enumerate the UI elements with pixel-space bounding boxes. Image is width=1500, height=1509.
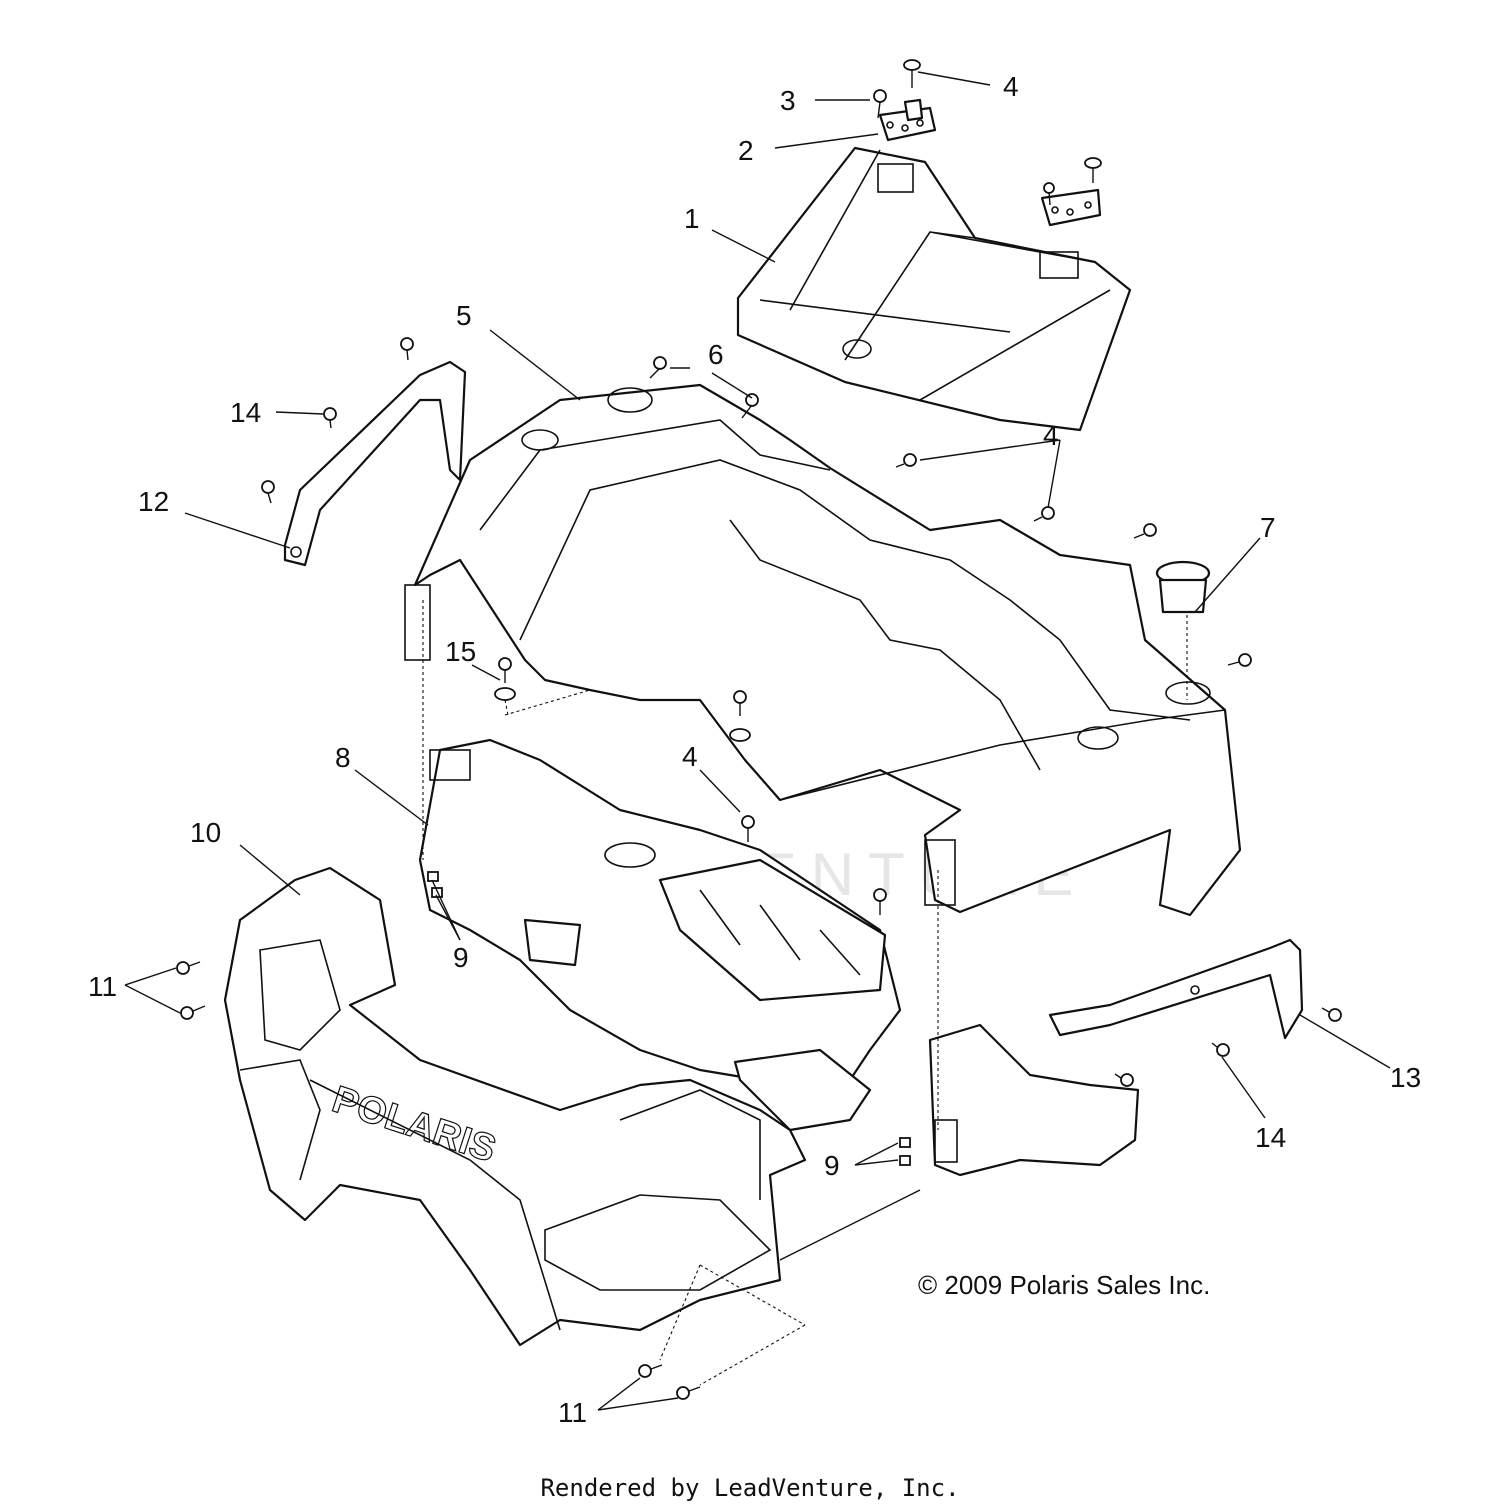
- screw-14-right-a: [1321, 1007, 1342, 1022]
- screw-4-mid-b: [1033, 506, 1055, 522]
- part-13-grab-bar-right: [1048, 938, 1304, 1040]
- part-8-storage-tray: [418, 738, 902, 1082]
- callout-11-bottom: 11: [558, 1397, 587, 1428]
- callout-14-left: 14: [230, 397, 261, 428]
- callout-9-left: 9: [453, 942, 469, 973]
- part-5-front-cab: [404, 383, 1242, 917]
- screw-tray-right: [873, 888, 887, 915]
- callout-14-right: 14: [1255, 1122, 1286, 1153]
- screw-6a: [649, 356, 667, 379]
- screw-right-a: [1133, 523, 1157, 539]
- screw-11-left-a: [176, 961, 201, 975]
- callout-5: 5: [456, 300, 472, 331]
- callout-15: 15: [445, 636, 476, 667]
- screw-11-bottom-a: [638, 1364, 663, 1378]
- screw-hinge-right-a: [1043, 182, 1055, 206]
- fasteners: [176, 59, 1342, 1400]
- screw-14-mid: [323, 407, 337, 429]
- screw-11-left-b: [180, 1005, 206, 1020]
- screw-15: [494, 657, 516, 701]
- part-10-front-bumper: POLARIS: [223, 866, 807, 1347]
- callout-4-top: 4: [1003, 71, 1019, 102]
- part-2-hinge: [878, 98, 1102, 227]
- part-7-cup-holder: [1155, 560, 1211, 614]
- callouts: 1 2 3 4 4 4 5 6 7 8 9 9 10 11 11 12 13 1…: [88, 71, 1421, 1428]
- screw-3: [873, 89, 887, 119]
- copyright-notice: © 2009 Polaris Sales Inc.: [918, 1270, 1211, 1300]
- screw-6b: [741, 393, 759, 419]
- callout-1: 1: [684, 203, 700, 234]
- part-12-grab-bar-left: [283, 360, 467, 567]
- screw-hinge-right-b: [1084, 157, 1102, 183]
- screw-4-center: [729, 690, 751, 742]
- screw-14-right-b: [1211, 1042, 1230, 1057]
- lower-panel: [733, 1023, 1140, 1177]
- callout-9-right: 9: [824, 1150, 840, 1181]
- callout-2: 2: [738, 135, 754, 166]
- callout-4-center: 4: [682, 741, 698, 772]
- callout-12: 12: [138, 486, 169, 517]
- leader-lines: [124, 71, 1391, 1411]
- callout-6: 6: [708, 339, 724, 370]
- callout-3: 3: [780, 85, 796, 116]
- screw-right-b: [1227, 653, 1252, 667]
- screw-4-mid-a: [895, 453, 917, 468]
- callout-7: 7: [1260, 512, 1276, 543]
- callout-10: 10: [190, 817, 221, 848]
- part-1-hood: [736, 146, 1132, 432]
- callout-11-left: 11: [88, 971, 117, 1002]
- footer-credit: Rendered by LeadVenture, Inc.: [540, 1474, 960, 1502]
- screw-14-top: [400, 337, 414, 361]
- callout-4-middle: 4: [1043, 420, 1059, 451]
- callout-8: 8: [335, 742, 351, 773]
- alignment-lines: [422, 600, 1188, 1386]
- screw-11-bottom-b: [676, 1386, 701, 1400]
- screw-4-tray: [741, 815, 755, 842]
- callout-13: 13: [1390, 1062, 1421, 1093]
- screw-4-top: [903, 59, 921, 88]
- screw-14-low: [261, 480, 275, 504]
- screw-14-right-c: [1114, 1073, 1134, 1087]
